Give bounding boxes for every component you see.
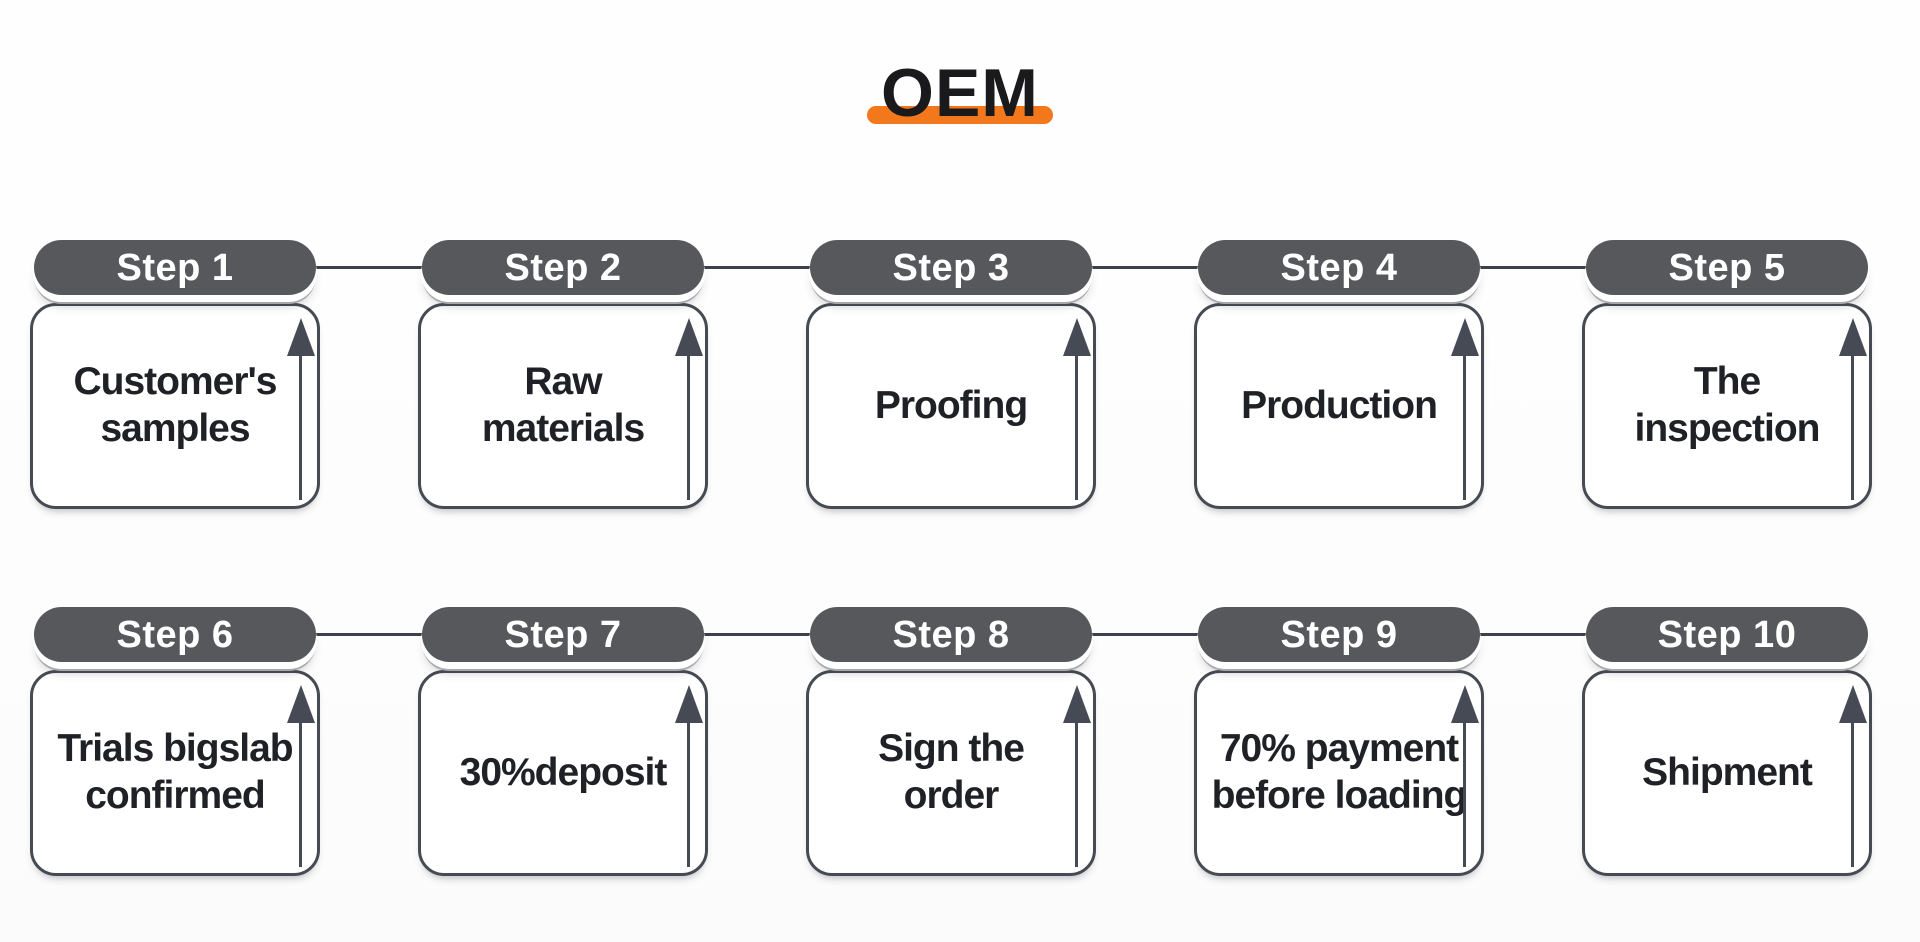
- step-pill: Step 6: [34, 607, 316, 662]
- step-box: Production: [1194, 303, 1484, 509]
- step-card-2: Step 2 Raw materials: [418, 240, 810, 509]
- step-description: Raw materials: [481, 360, 645, 450]
- step-card-7: Step 7 30%deposit: [418, 607, 810, 876]
- step-description: Shipment: [1642, 750, 1813, 794]
- step-pill: Step 9: [1198, 607, 1480, 662]
- step-pill-label: Step 6: [116, 613, 234, 656]
- connector-line: [704, 633, 810, 636]
- step-card-8: Step 8 Sign the order: [806, 607, 1198, 876]
- arrow-up-icon: [287, 306, 315, 506]
- step-box: 70% payment before loading: [1194, 670, 1484, 876]
- arrow-up-icon: [675, 306, 703, 506]
- step-pill: Step 8: [810, 607, 1092, 662]
- arrow-up-icon: [1063, 306, 1091, 506]
- arrow-up-icon: [1063, 673, 1091, 873]
- arrow-up-icon: [1451, 673, 1479, 873]
- page-title-text: OEM: [881, 55, 1039, 131]
- step-card-10: Step 10 Shipment: [1582, 607, 1872, 876]
- connector-line: [1092, 633, 1198, 636]
- arrow-up-icon: [1451, 306, 1479, 506]
- step-card-4: Step 4 Production: [1194, 240, 1586, 509]
- step-description: Sign the order: [878, 727, 1025, 817]
- arrow-up-icon: [1839, 306, 1867, 506]
- arrow-up-icon: [287, 673, 315, 873]
- step-pill: Step 10: [1586, 607, 1868, 662]
- connector-line: [704, 266, 810, 269]
- step-card-5: Step 5 The inspection: [1582, 240, 1872, 509]
- step-pill-label: Step 7: [504, 613, 622, 656]
- step-box: Shipment: [1582, 670, 1872, 876]
- step-pill-label: Step 2: [504, 246, 622, 289]
- step-pill: Step 2: [422, 240, 704, 295]
- page-title: OEM: [867, 54, 1053, 132]
- step-description: Trials bigslab confirmed: [57, 727, 293, 817]
- step-box: Trials bigslab confirmed: [30, 670, 320, 876]
- step-box: 30%deposit: [418, 670, 708, 876]
- step-card-6: Step 6 Trials bigslab confirmed: [30, 607, 422, 876]
- arrow-up-icon: [675, 673, 703, 873]
- step-description: Proofing: [874, 383, 1028, 427]
- step-pill-label: Step 8: [892, 613, 1010, 656]
- connector-line: [1092, 266, 1198, 269]
- step-pill: Step 4: [1198, 240, 1480, 295]
- step-card-3: Step 3 Proofing: [806, 240, 1198, 509]
- step-description: Production: [1241, 383, 1438, 427]
- page-title-wrap: OEM: [0, 54, 1920, 132]
- connector-line: [316, 266, 422, 269]
- connector-line: [316, 633, 422, 636]
- step-box: Raw materials: [418, 303, 708, 509]
- step-description: 30%deposit: [459, 750, 668, 794]
- step-box: The inspection: [1582, 303, 1872, 509]
- step-pill: Step 3: [810, 240, 1092, 295]
- step-pill-label: Step 4: [1280, 246, 1398, 289]
- title-underline-bar: [867, 106, 1053, 124]
- step-pill: Step 7: [422, 607, 704, 662]
- step-card-1: Step 1 Customer's samples: [30, 240, 422, 509]
- step-box: Customer's samples: [30, 303, 320, 509]
- connector-line: [1480, 266, 1586, 269]
- step-pill-label: Step 1: [116, 246, 234, 289]
- step-description: 70% payment before loading: [1211, 727, 1468, 817]
- step-description: Customer's samples: [73, 360, 278, 450]
- step-pill-label: Step 10: [1657, 613, 1797, 656]
- step-box: Sign the order: [806, 670, 1096, 876]
- step-pill: Step 5: [1586, 240, 1868, 295]
- steps-row-2: Step 6 Trials bigslab confirmed Step 7 3…: [30, 607, 1872, 876]
- step-card-9: Step 9 70% payment before loading: [1194, 607, 1586, 876]
- connector-line: [1480, 633, 1586, 636]
- step-pill-label: Step 3: [892, 246, 1010, 289]
- steps-row-1: Step 1 Customer's samples Step 2 Raw mat…: [30, 240, 1872, 509]
- step-pill: Step 1: [34, 240, 316, 295]
- step-box: Proofing: [806, 303, 1096, 509]
- step-description: The inspection: [1634, 360, 1820, 450]
- arrow-up-icon: [1839, 673, 1867, 873]
- step-pill-label: Step 5: [1668, 246, 1786, 289]
- step-pill-label: Step 9: [1280, 613, 1398, 656]
